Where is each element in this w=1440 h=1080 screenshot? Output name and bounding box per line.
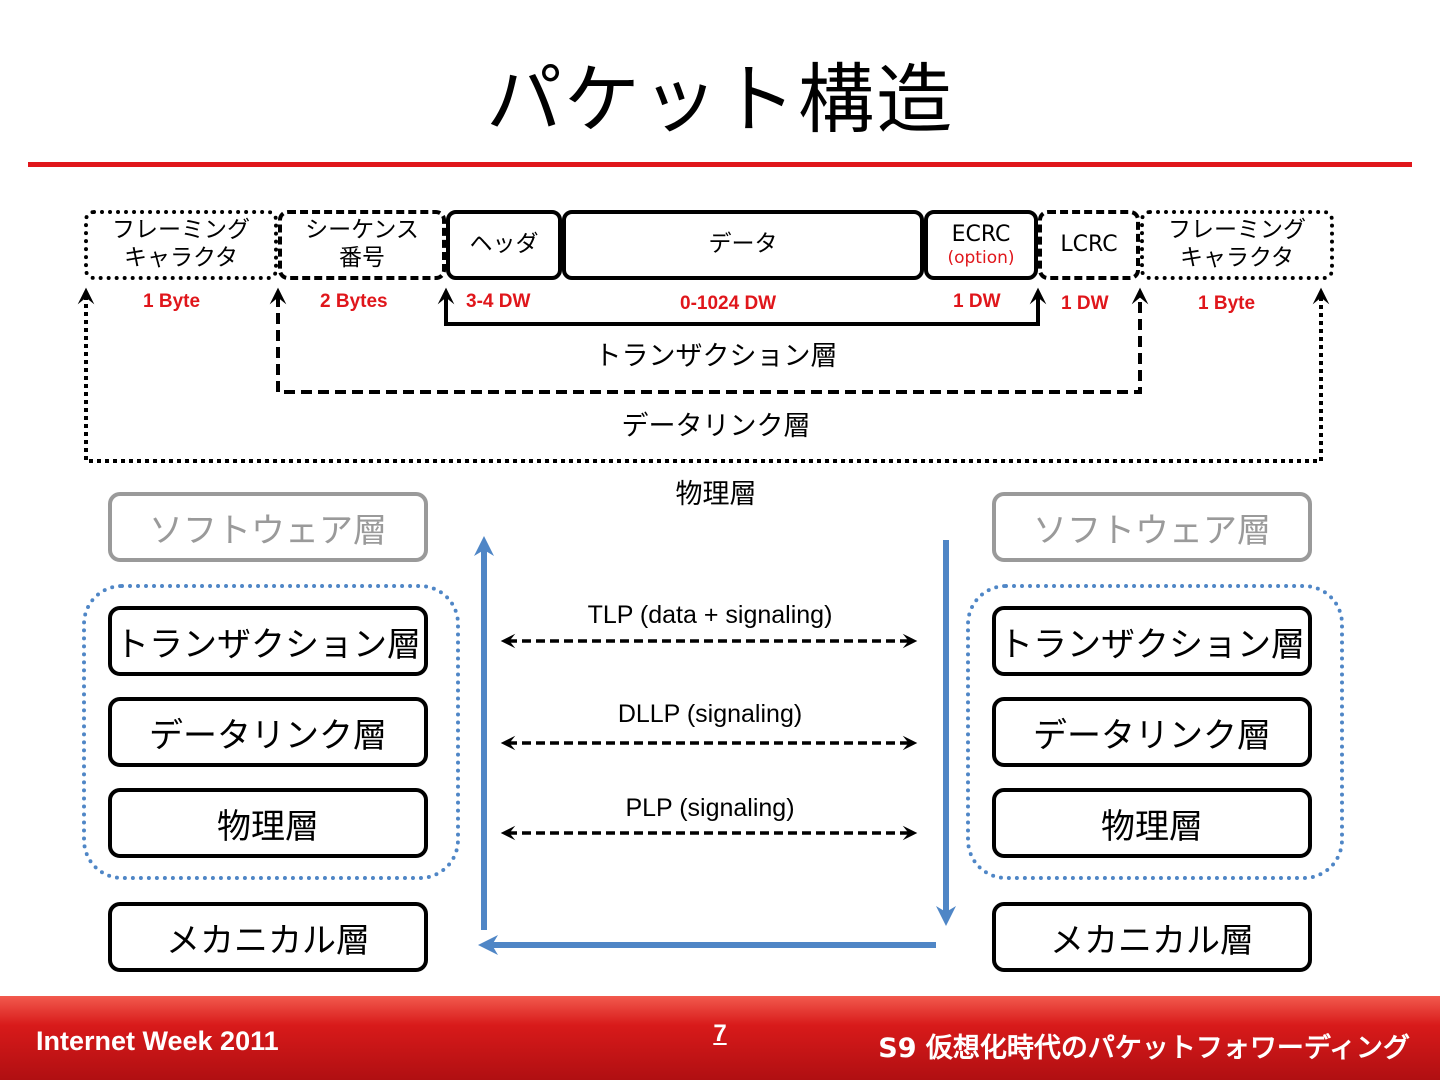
field-label: フレーミング [112,217,250,244]
left-software-layer: ソフトウェア層 [108,492,428,562]
packet-field-end-framing: フレーミング キャラクタ [1140,210,1334,280]
footer-bar: Internet Week 2011 7 S9 仮想化時代のパケットフォワーディ… [0,996,1440,1080]
datalink-span-label: データリンク層 [621,411,811,442]
field-label: フレーミング [1168,217,1306,244]
field-label: シーケンス [305,217,419,244]
title-divider [28,162,1412,167]
packet-field-lcrc: LCRC [1038,210,1140,280]
left-datalink-layer: データリンク層 [108,697,428,767]
field-label: ECRC [951,221,1011,247]
left-transaction-layer: トランザクション層 [108,606,428,676]
left-mechanical-layer: メカニカル層 [108,902,428,972]
physical-span-bracket [77,287,1330,463]
datalink-span-bracket [269,287,1149,394]
packet-field-sequence-number: シーケンス 番号 [278,210,446,280]
footer-session: S9 仮想化時代のパケットフォワーディング [878,1033,1410,1064]
packet-field-start-framing: フレーミング キャラクタ [84,210,278,280]
right-datalink-layer: データリンク層 [992,697,1312,767]
page-number: 7 [713,1020,727,1047]
field-label: LCRC [1060,231,1118,257]
field-note: (option) [947,248,1015,268]
footer-event: Internet Week 2011 [36,1026,279,1056]
field-label: データ [708,231,778,258]
right-pcie-layer-group [966,584,1344,880]
transaction-span-label: トランザクション層 [594,341,838,372]
plp-label: PLP (signaling) [625,794,795,822]
physical-span-label: 物理層 [675,479,757,510]
right-software-layer: ソフトウェア層 [992,492,1312,562]
diagram-lines [77,287,1330,955]
left-physical-layer: 物理層 [108,788,428,858]
dllp-label: DLLP (signaling) [617,700,803,728]
field-label: 番号 [339,245,385,271]
page-title: パケット構造 [486,55,954,144]
transaction-span-bracket [437,287,1047,326]
left-pcie-layer-group [82,584,460,880]
field-label: キャラクタ [1179,245,1295,271]
field-label: キャラクタ [123,245,239,271]
right-mechanical-layer: メカニカル層 [992,902,1312,972]
tlp-label: TLP (data + signaling) [587,601,833,629]
packet-field-header: ヘッダ [446,210,562,280]
right-transaction-layer: トランザクション層 [992,606,1312,676]
field-label: ヘッダ [469,231,539,258]
right-physical-layer: 物理層 [992,788,1312,858]
packet-field-ecrc: ECRC (option) [924,210,1038,280]
packet-field-data: データ [562,210,924,280]
